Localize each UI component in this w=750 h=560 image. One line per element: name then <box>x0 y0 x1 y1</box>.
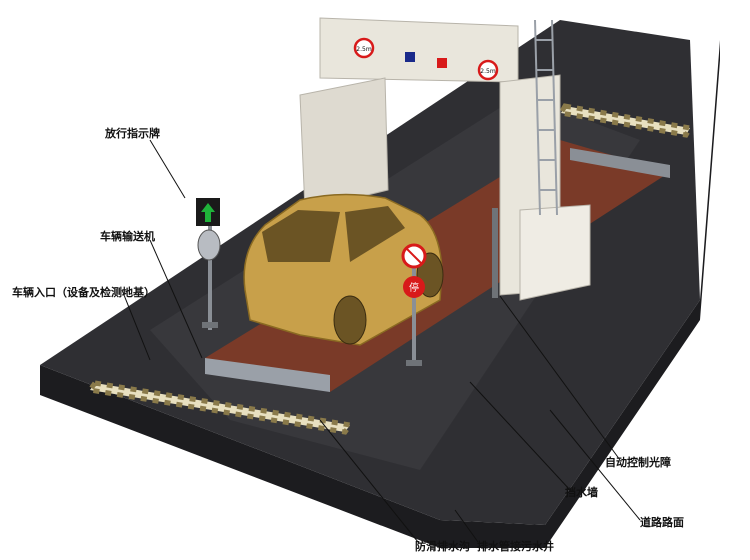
blue-lamp <box>405 52 415 62</box>
height-limit-sign-left: 2.5m <box>355 39 373 57</box>
car-rear-wheel <box>334 296 366 344</box>
label-auto-barrier: 自动控制光障 <box>605 455 671 469</box>
label-traffic-signal: 放行指示牌 <box>104 126 160 140</box>
height-limit-sign-right: 2.5m <box>479 61 497 79</box>
label-anti-slip-trench: 防滑排水沟 <box>415 539 470 553</box>
label-road-surface: 道路路面 <box>640 515 684 529</box>
gantry-right-cabinet <box>520 205 590 300</box>
stop-sign-base <box>406 360 422 366</box>
label-drain-well: 排水管接污水井 <box>477 539 554 553</box>
stop-sign-text: 停 <box>409 281 419 294</box>
convex-mirror <box>198 230 220 260</box>
gantry-left-leg <box>300 78 388 210</box>
retaining-wall-post <box>492 208 498 298</box>
label-vehicle-entrance: 车辆入口（设备及检测地基） <box>12 285 155 299</box>
label-conveyor: 车辆输送机 <box>100 229 155 243</box>
signal-base <box>202 322 218 328</box>
red-lamp <box>437 58 447 68</box>
leader-traffic-signal <box>150 140 185 198</box>
stop-sign-pole <box>412 260 416 365</box>
label-retaining-wall: 挡水墙 <box>565 485 598 499</box>
limit-right-text: 2.5m <box>480 68 496 75</box>
limit-left-text: 2.5m <box>356 46 372 53</box>
